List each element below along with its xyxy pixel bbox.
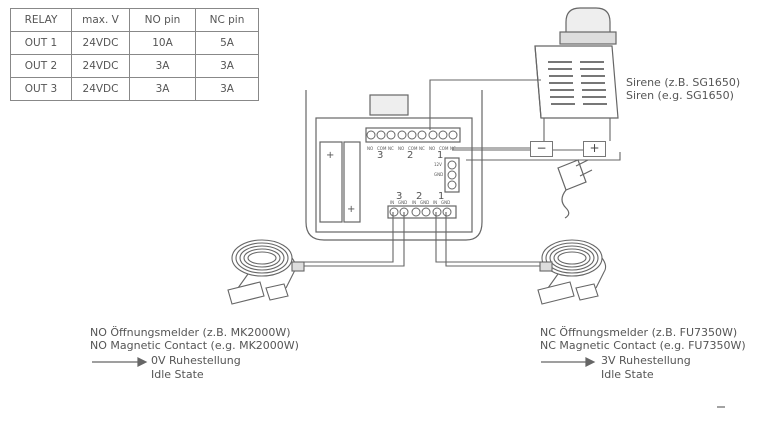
wire-nc-contact-a	[435, 212, 546, 263]
cell-max-v: 24VDC	[71, 54, 130, 78]
battery-right	[343, 141, 361, 223]
pin-no-3: NO	[367, 146, 373, 151]
in-pin-3: IN	[390, 200, 394, 205]
relay-number-1: 1	[437, 150, 443, 161]
cell-max-v: 24VDC	[71, 31, 130, 55]
battery-left	[319, 141, 343, 223]
no-contact-label-de: NO Öffnungsmelder (z.B. MK2000W)	[90, 326, 291, 339]
gnd-pin-3: GND	[398, 200, 407, 205]
header-max-v: max. V	[71, 8, 130, 32]
header-relay: RELAY	[10, 8, 72, 32]
gnd-pin-1: GND	[441, 200, 450, 205]
input-number-2: 2	[416, 191, 422, 202]
siren-vents	[548, 61, 607, 105]
relay-number-3: 3	[377, 150, 383, 161]
input-number-1: 1	[438, 191, 444, 202]
pin-no-2: NO	[398, 146, 404, 151]
nc-contact-label-en: NC Magnetic Contact (e.g. FU7350W)	[540, 339, 746, 352]
relay-spec-table: RELAY max. V NO pin NC pin OUT 1 24VDC 1…	[10, 8, 259, 101]
pin-no-1: NO	[429, 146, 435, 151]
table-row: OUT 1 24VDC 10A 5A	[10, 31, 259, 55]
gnd-pin-2: GND	[420, 200, 429, 205]
nc-idle-state: Idle State	[601, 368, 654, 381]
cell-relay: OUT 2	[10, 54, 72, 78]
in-pin-2: IN	[412, 200, 416, 205]
housing-clip	[369, 94, 409, 116]
input-terminal-strip	[387, 205, 457, 219]
battery-plus-left: +	[326, 150, 334, 161]
cell-nc-pin: 3A	[195, 54, 259, 78]
siren-device	[534, 7, 619, 119]
header-no-pin: NO pin	[129, 8, 196, 32]
nc-contact-label-de: NC Öffnungsmelder (z.B. FU7350W)	[540, 326, 738, 339]
relay-number-2: 2	[407, 150, 413, 161]
power-terminal-block	[444, 157, 460, 193]
pin-com-2: COM	[408, 146, 418, 151]
wire-siren-relay	[429, 79, 541, 130]
circuit-board	[315, 117, 473, 233]
power-gnd-label: GND	[434, 172, 443, 177]
wire-nc-contact-b	[445, 212, 546, 267]
cell-relay: OUT 1	[10, 31, 72, 55]
siren-plus-terminal: +	[583, 141, 606, 157]
cell-no-pin: 10A	[129, 31, 196, 55]
no-contact-label-en: NO Magnetic Contact (e.g. MK2000W)	[90, 339, 299, 352]
cell-no-pin: 3A	[129, 77, 196, 101]
housing-outline	[305, 90, 483, 241]
no-magnetic-contact	[231, 239, 297, 289]
no-idle-state: Idle State	[151, 368, 204, 381]
nc-magnetic-contact	[541, 239, 607, 289]
header-nc-pin: NC pin	[195, 8, 259, 32]
cell-nc-pin: 5A	[195, 31, 259, 55]
table-row: OUT 3 24VDC 3A 3A	[10, 77, 259, 101]
cell-relay: OUT 3	[10, 77, 72, 101]
cell-nc-pin: 3A	[195, 77, 259, 101]
no-idle-voltage: 0V Ruhestellung	[151, 354, 241, 367]
table-row: OUT 2 24VDC 3A 3A	[10, 54, 259, 78]
nc-arrow-head	[585, 357, 596, 367]
in-pin-1: IN	[433, 200, 437, 205]
no-arrow-head	[137, 357, 148, 367]
power-adapter	[557, 159, 593, 219]
pin-nc-3: NC	[388, 146, 394, 151]
pin-com-1: COM	[439, 146, 449, 151]
battery-plus-right: +	[347, 204, 355, 215]
input-number-3: 3	[396, 191, 402, 202]
table-header-row: RELAY max. V NO pin NC pin	[10, 8, 259, 32]
siren-label-de: Sirene (z.B. SG1650)	[626, 76, 741, 89]
wire-no-contact-a	[300, 212, 394, 263]
power-12v-label: 12V	[434, 162, 442, 167]
cell-no-pin: 3A	[129, 54, 196, 78]
relay-terminal-strip	[365, 127, 461, 143]
wire-no-contact-b	[300, 212, 405, 267]
cell-max-v: 24VDC	[71, 77, 130, 101]
siren-minus-terminal: −	[530, 141, 553, 157]
siren-label-en: Siren (e.g. SG1650)	[626, 89, 734, 102]
nc-idle-voltage: 3V Ruhestellung	[601, 354, 691, 367]
pin-nc-2: NC	[419, 146, 425, 151]
pin-com-3: COM	[377, 146, 387, 151]
